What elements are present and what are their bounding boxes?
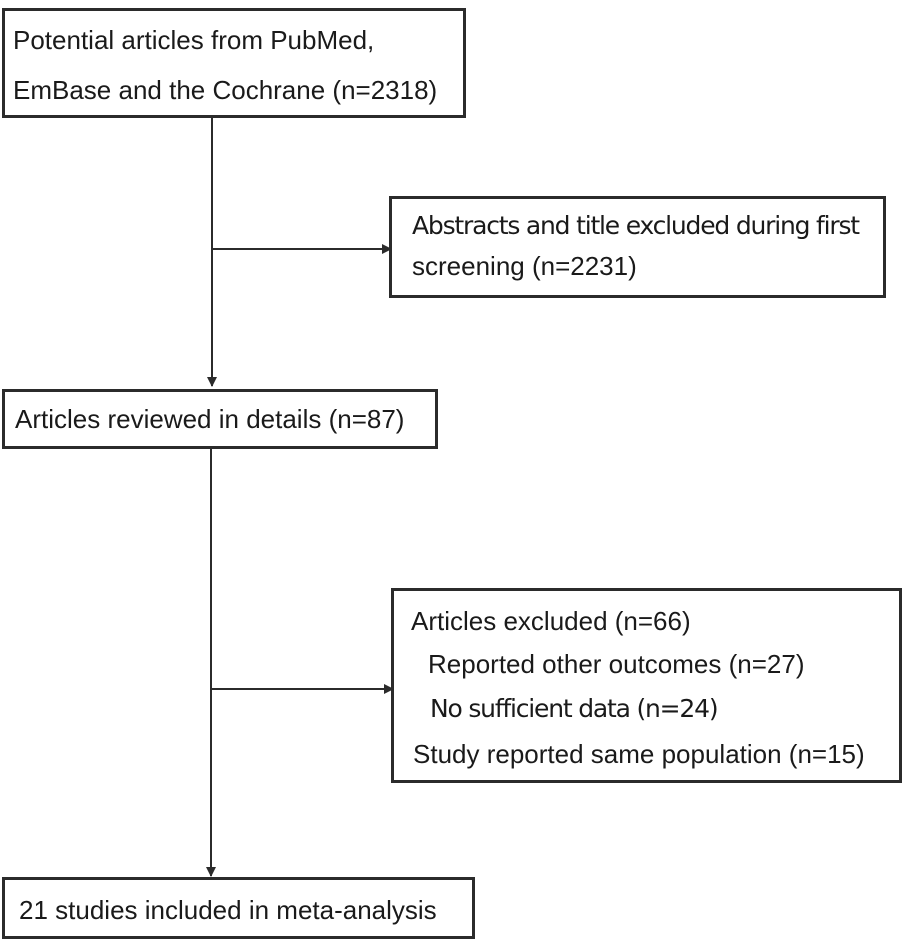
included-studies-line: 21 studies included in meta-analysis [19,895,437,925]
second-exclusion-reason: No sufficient data (n=24) [430,694,719,723]
reviewed-articles-line: Articles reviewed in details (n=87) [15,404,405,434]
first-exclusion-box: Abstracts and title excluded during firs… [389,196,886,298]
second-exclusion-box: Articles excluded (n=66) Reported other … [391,588,902,783]
second-exclusion-reason: Reported other outcomes (n=27) [428,649,805,679]
first-exclusion-line-2: screening (n=2231) [412,251,637,281]
first-exclusion-line-1: Abstracts and title excluded during firs… [412,211,860,240]
source-records-box: Potential articles from PubMed, EmBase a… [2,8,466,118]
second-exclusion-heading: Articles excluded (n=66) [411,606,691,636]
reviewed-articles-box: Articles reviewed in details (n=87) [2,389,438,449]
included-studies-box: 21 studies included in meta-analysis [2,877,475,939]
source-records-line-2: EmBase and the Cochrane (n=2318) [13,75,438,105]
second-exclusion-reason: Study reported same population (n=15) [413,739,865,769]
source-records-line-1: Potential articles from PubMed, [13,25,375,55]
